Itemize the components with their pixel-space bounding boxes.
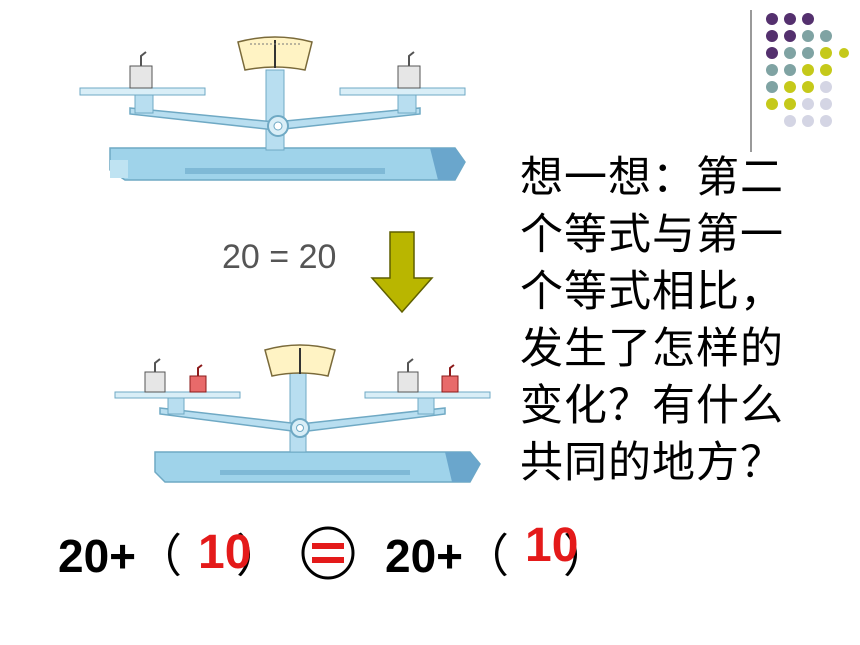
equation-left: 20+（ ）	[58, 520, 282, 586]
question-text: 想一想：第二个等式与第一个等式相比，发生了怎样的变化？有什么共同的地方？	[520, 153, 784, 488]
left-paren-open: （	[136, 529, 183, 583]
down-arrow-icon	[370, 231, 434, 314]
balance-scale-top	[79, 36, 466, 181]
balance-scale-bottom	[114, 344, 491, 483]
top-equation: 20 = 20	[222, 238, 337, 276]
answer-left: 10	[198, 526, 252, 579]
answer-right: 10	[525, 519, 579, 572]
left-paren-close: ）	[236, 529, 283, 583]
equation-right: 20+（ ）	[385, 520, 609, 586]
equation-right-prefix: 20+	[385, 530, 464, 582]
equation-left-prefix: 20+	[58, 530, 137, 582]
right-paren-close: ）	[563, 529, 610, 583]
decorative-dot-grid	[766, 13, 849, 127]
circled-equals-icon	[301, 526, 355, 580]
decorative-vertical-line	[750, 10, 752, 152]
right-paren-open: （	[463, 529, 510, 583]
